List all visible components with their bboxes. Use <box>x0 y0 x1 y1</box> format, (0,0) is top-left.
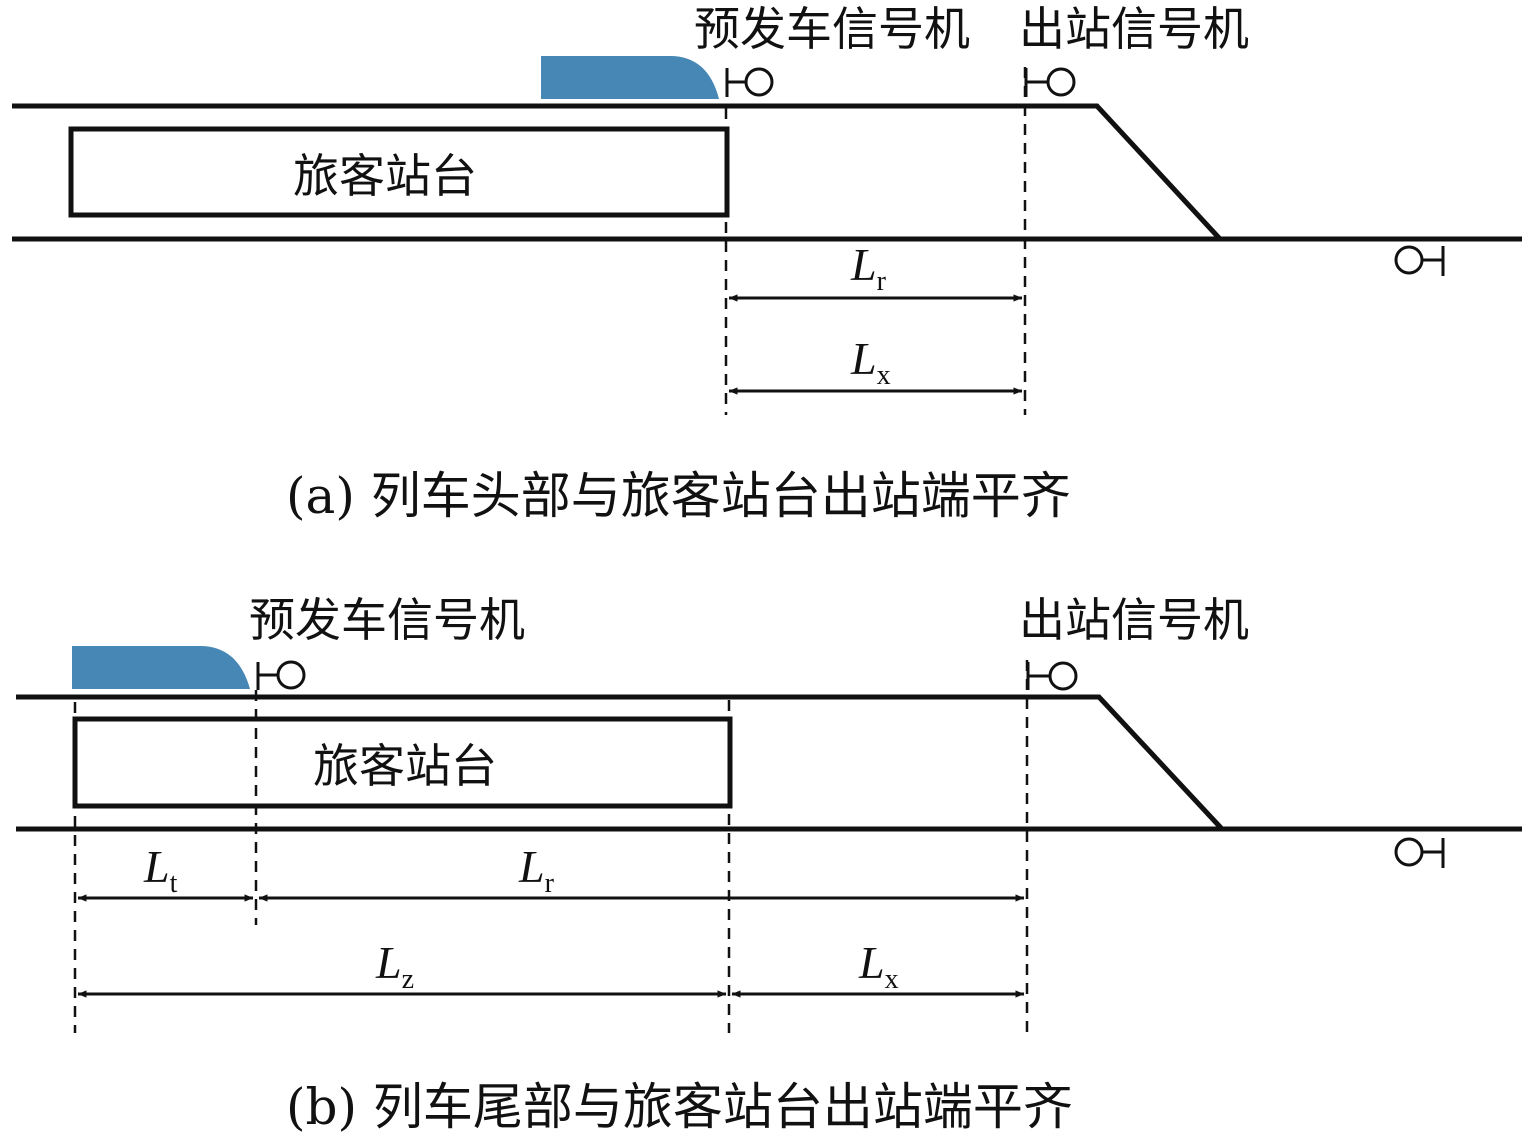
dimension-label-b-z: Lz <box>375 937 414 995</box>
dimension-label-b-t: Lt <box>143 841 178 899</box>
dimension-label-a-r: Lr <box>850 239 887 297</box>
exit-signal-label-a: 出站信号机 <box>1019 2 1249 56</box>
pre-departure-signal-label-a: 预发车信号机 <box>694 2 970 56</box>
reverse-signal-icon-a <box>1394 245 1445 276</box>
train-b <box>72 646 250 689</box>
pre-departure-signal-icon-a <box>725 67 774 97</box>
train-a <box>541 56 719 99</box>
caption-a: (a) 列车头部与旅客站台出站端平齐 <box>286 467 1071 525</box>
main-track-a <box>12 103 1222 241</box>
exit-signal-icon-b <box>1026 661 1078 691</box>
exit-signal-icon-a <box>1024 67 1076 97</box>
platform-label-b: 旅客站台 <box>313 739 497 793</box>
reverse-signal-icon-b <box>1394 837 1445 868</box>
panel-a: 旅客站台 预发车信号机 出站信号机 Lr Lx (a) 列车头部与旅客 <box>12 2 1522 525</box>
pre-departure-signal-label-b: 预发车信号机 <box>249 593 525 647</box>
caption-b: (b) 列车尾部与旅客站台出站端平齐 <box>286 1078 1073 1136</box>
panel-b: 旅客站台 预发车信号机 出站信号机 Lt Lr Lz Lx <box>16 593 1522 1136</box>
dimension-label-b-r: Lr <box>518 841 555 899</box>
dimension-label-b-x: Lx <box>858 937 899 995</box>
exit-signal-label-b: 出站信号机 <box>1019 593 1249 647</box>
main-track-b <box>16 694 1224 831</box>
platform-label-a: 旅客站台 <box>293 149 477 203</box>
pre-departure-signal-icon-b <box>256 660 306 690</box>
dimension-label-a-x: Lx <box>850 333 891 391</box>
